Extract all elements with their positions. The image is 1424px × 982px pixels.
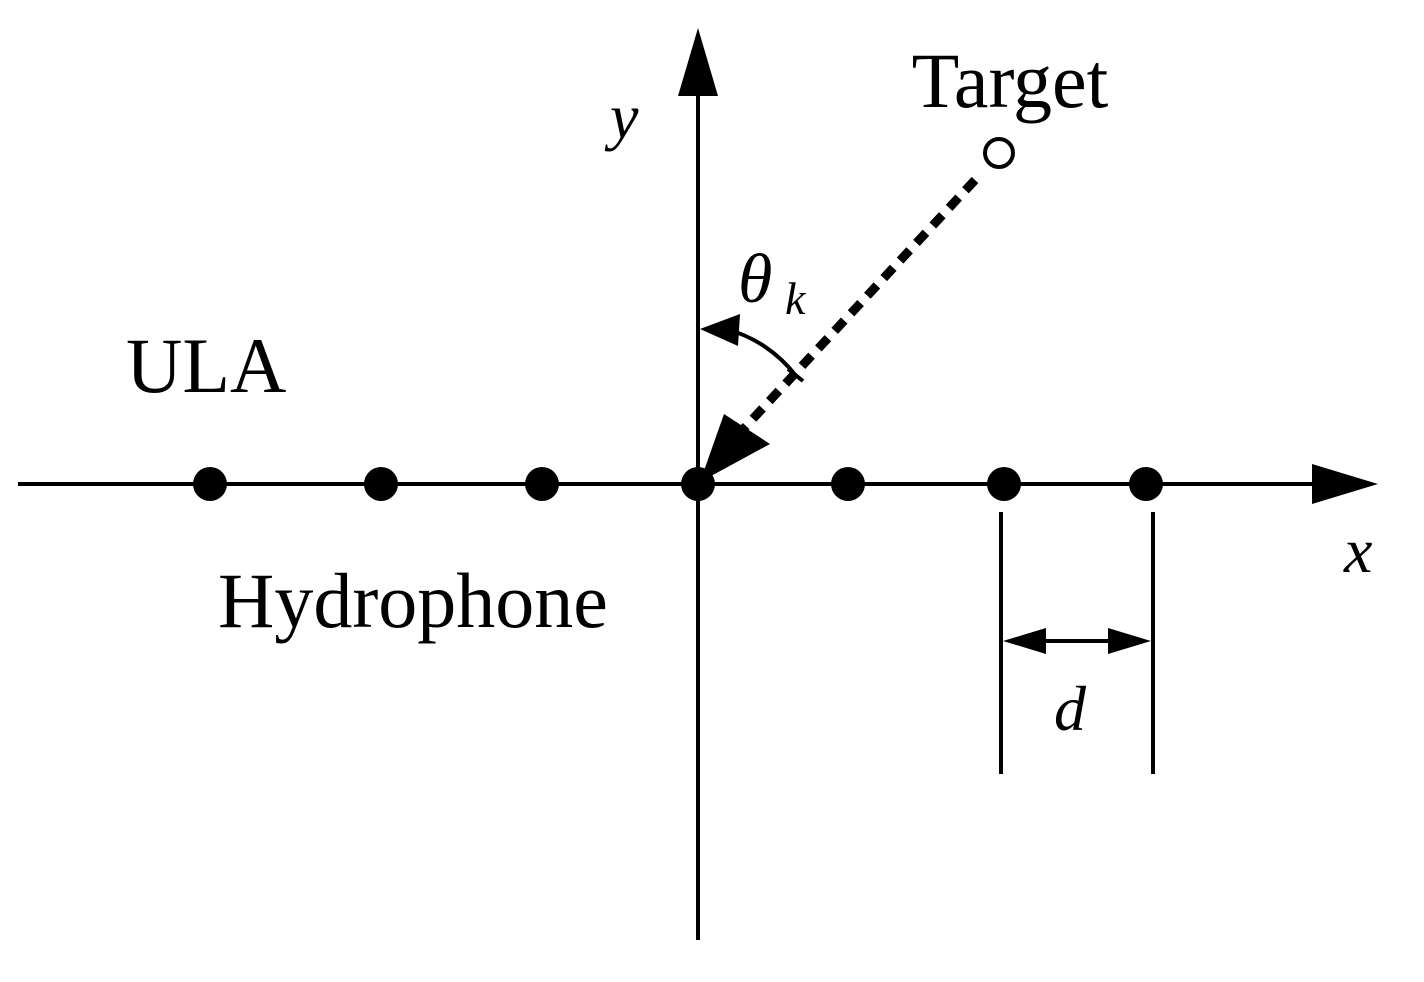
spacing-label: d (1054, 673, 1087, 744)
x-axis-label: x (1343, 515, 1372, 586)
target-marker (983, 137, 1015, 169)
hydrophone-label: Hydrophone (218, 557, 608, 644)
x-axis (18, 464, 1378, 504)
y-axis-label: y (604, 81, 639, 152)
target-label: Target (912, 37, 1109, 124)
hydrophone-dot (364, 467, 398, 501)
incidence-arrowhead (700, 414, 770, 482)
spacing-arrow-right (1108, 628, 1151, 654)
y-axis-arrowhead (678, 28, 718, 96)
incidence-ray (700, 176, 979, 482)
hydrophone-dot (1129, 467, 1163, 501)
spacing-arrow-left (1003, 628, 1046, 654)
hydrophone-array (193, 467, 1163, 501)
angle-arc-arrowhead (700, 314, 740, 346)
theta-subscript: k (785, 273, 807, 324)
x-axis-arrowhead (1312, 464, 1378, 504)
hydrophone-dot (987, 467, 1021, 501)
spacing-dimension (999, 512, 1155, 774)
angle-arc (700, 314, 805, 383)
hydrophone-dot (193, 467, 227, 501)
hydrophone-dot (831, 467, 865, 501)
y-axis (678, 28, 718, 940)
ula-label: ULA (126, 322, 286, 409)
theta-label: θ (738, 241, 772, 318)
hydrophone-dot (525, 467, 559, 501)
